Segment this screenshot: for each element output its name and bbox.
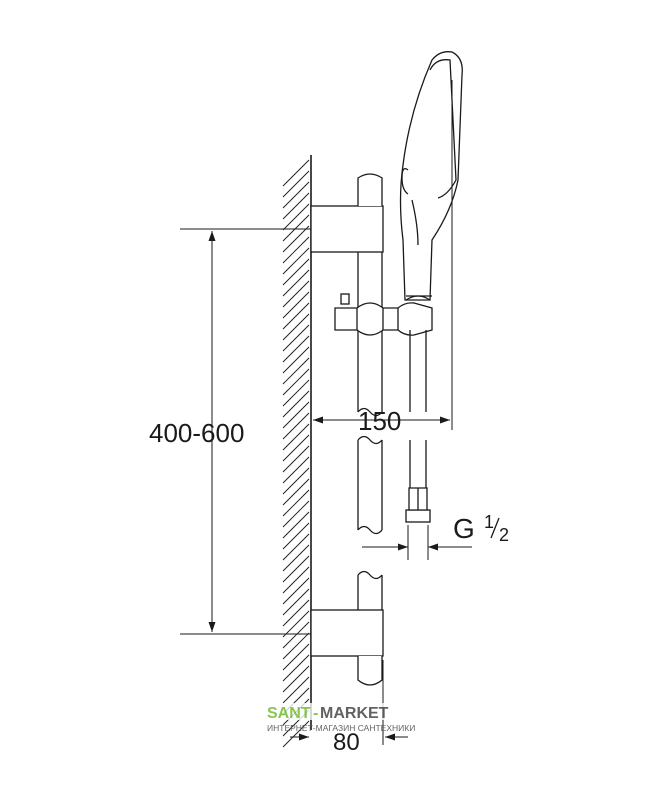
fraction-slash [490,517,500,539]
wall-hatch-line [282,610,310,638]
wall-hatch-line [282,335,310,363]
dimension-connection [362,525,472,560]
lower-bracket [310,609,384,657]
wall-hatch-line [282,643,310,671]
watermark-brand-separator: - [313,705,318,722]
wall-hatch-line [282,456,310,484]
wall-hatch-line [282,192,310,220]
wall-hatch-line [282,489,310,517]
wall-hatch-line [282,720,310,748]
wall-hatch-line [282,555,310,583]
wall-hatch-line [282,214,310,242]
wall-hatch-line [282,181,310,209]
wall-hatch-line [282,588,310,616]
wall-hatch-line [282,291,310,319]
wall-hatch-line [282,566,310,594]
watermark-logo: SANT - MARKET ИНТЕРНЕТ-МАГАЗИН САНТЕХНИК… [266,703,415,733]
upper-bracket [310,205,384,253]
wall-hatch-line [282,324,310,352]
wall-hatch-line [282,467,310,495]
wall-hatch-line [282,346,310,374]
wall-hatch-line [282,159,310,187]
wall-hatch-line [282,544,310,572]
wall-hatch-line [282,533,310,561]
wall-hatch-line [282,676,310,704]
wall-hatch-line [282,412,310,440]
wall-hatch-line [282,236,310,264]
wall-hatch-line [282,522,310,550]
wall-hatch-line [282,390,310,418]
wall-hatch-line [282,357,310,385]
wall-hatch-line [282,500,310,528]
watermark-brand-right: MARKET [320,705,389,722]
wall-hatch-line [282,225,310,253]
wall [282,155,312,748]
wall-hatch-line [282,478,310,506]
hand-shower [399,51,463,301]
connection-label-base: G [453,513,475,544]
watermark-subtitle: ИНТЕРНЕТ-МАГАЗИН САНТЕХНИКИ [267,723,415,733]
wall-hatch-line [282,258,310,286]
height-range-label: 400-600 [149,418,244,448]
wall-hatch-line [282,302,310,330]
wall-hatch-line [282,434,310,462]
slider-holder [334,293,433,336]
wall-hatch-line [282,599,310,627]
wall-hatch-line [282,368,310,396]
connection-denominator: 2 [499,525,509,545]
wall-hatch-line [282,379,310,407]
connection-numerator: 1 [484,512,494,532]
wall-hatch-line [282,632,310,660]
hose [405,330,431,523]
dimension-wall-offset [290,660,408,745]
wall-offset-label: 80 [333,729,360,756]
dimension-projection [313,80,453,430]
watermark-brand-left: SANT [267,705,311,722]
wall-hatch-line [282,423,310,451]
wall-hatch-line [282,247,310,275]
wall-hatch-line [282,280,310,308]
wall-hatch-line [282,313,310,341]
projection-label: 150 [358,406,401,436]
wall-hatch-line [282,621,310,649]
wall-hatch-line [282,269,310,297]
wall-hatch-line [282,654,310,682]
wall-hatch-line [282,665,310,693]
wall-hatch-line [282,401,310,429]
wall-hatch-line [282,170,310,198]
rail-bar [357,173,383,686]
wall-hatch-line [282,203,310,231]
dimension-height [180,228,311,635]
wall-hatch-line [282,511,310,539]
wall-hatch-line [282,445,310,473]
wall-hatch-line [282,577,310,605]
